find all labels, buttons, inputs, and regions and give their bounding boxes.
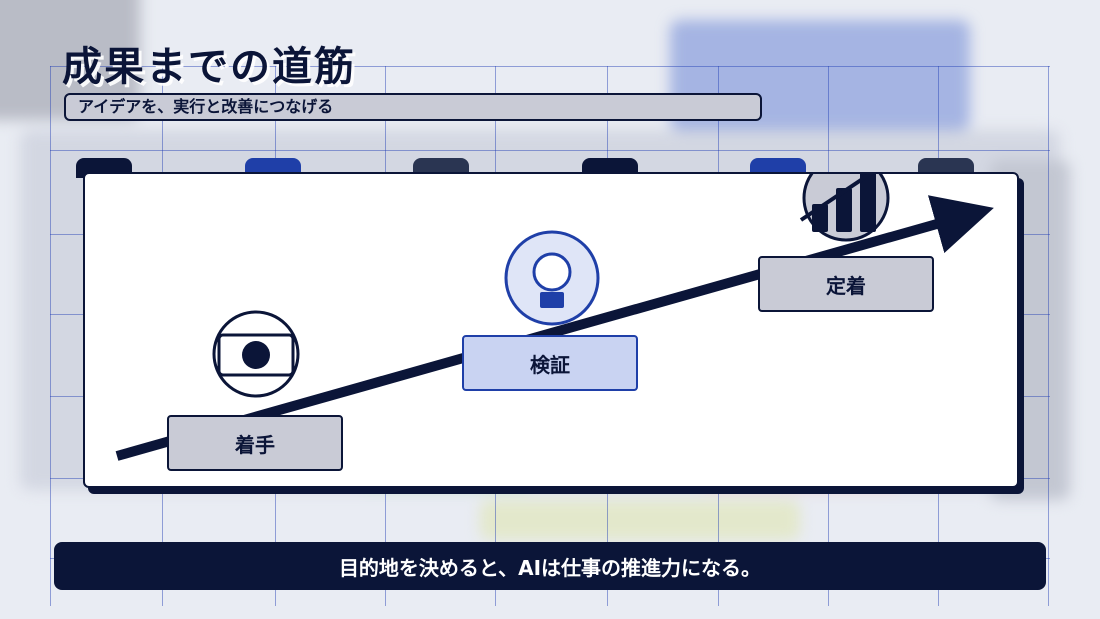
subtitle-bar: アイデアを、実行と改善につなげる <box>64 93 762 121</box>
play-circle-icon <box>212 310 300 398</box>
step-start: 着手 <box>167 415 343 471</box>
page-title: 成果までの道筋 <box>62 44 356 90</box>
roadmap-card: 着手 検証 定着 <box>83 172 1019 488</box>
bar-chart-growth-icon <box>799 174 890 242</box>
step-start-label: 着手 <box>235 432 275 457</box>
footer-message-bar: 目的地を決めると、AIは仕事の推進力になる。 <box>54 542 1046 590</box>
step-establish-label: 定着 <box>826 273 866 298</box>
step-validate: 検証 <box>462 335 638 391</box>
step-establish: 定着 <box>758 256 934 312</box>
lightbulb-icon <box>504 230 600 326</box>
step-validate-label: 検証 <box>530 352 570 377</box>
footer-message: 目的地を決めると、AIは仕事の推進力になる。 <box>338 555 762 580</box>
